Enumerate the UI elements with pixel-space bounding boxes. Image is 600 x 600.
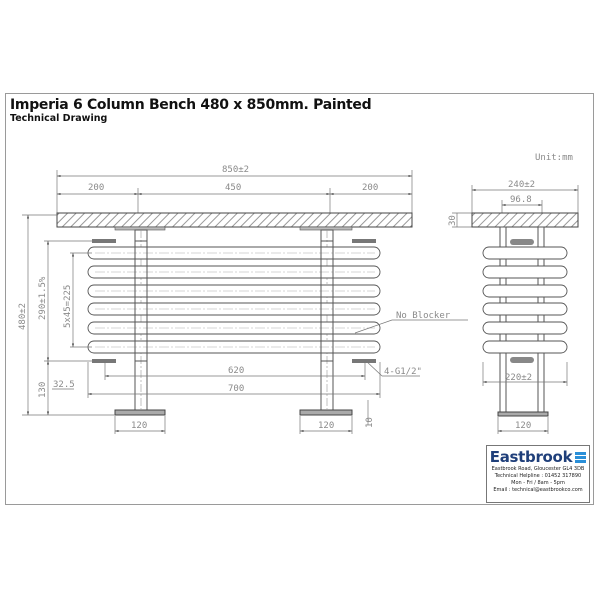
hours: Mon - Fri / 8am - 5pm [511, 480, 565, 486]
dim-inner-length: 620 [228, 366, 244, 376]
dim-radiator-depth: 220±2 [505, 373, 532, 383]
dim-overall-height: 480±2 [18, 303, 28, 330]
page-title: Imperia 6 Column Bench 480 x 850mm. Pain… [10, 97, 372, 113]
dim-right-offset: 200 [362, 183, 378, 193]
tube-section [482, 284, 568, 298]
radiator-tube [87, 284, 381, 298]
company-logo-block: Eastbrook Eastbrook Road, Gloucester GL4… [486, 445, 590, 503]
radiator-tube [87, 321, 381, 335]
callout-no-blocker: No Blocker [396, 311, 451, 321]
page-subtitle: Technical Drawing [10, 113, 108, 124]
email: Email : technical@eastbrookco.com [493, 487, 583, 493]
dim-top-depth: 240±2 [508, 180, 535, 190]
side-view: 240±2 96.8 30 220±2 120 [448, 180, 579, 434]
dim-radiator-height: 290±1.5% [38, 276, 48, 320]
dim-tube-spacing: 5x45=225 [63, 285, 73, 328]
tube-section [482, 265, 568, 279]
brand-mark-icon [575, 452, 587, 463]
bench-top [56, 212, 413, 228]
drawing-frame [5, 93, 594, 505]
tube-section [482, 340, 568, 354]
dim-left-offset: 200 [88, 183, 104, 193]
address: Eastbrook Road, Gloucester GL4 3DB [491, 466, 585, 472]
tube-section [482, 321, 568, 335]
radiator-tube [87, 302, 381, 316]
radiator-tubes [87, 239, 381, 363]
dim-bottom-clearance: 130 [38, 382, 48, 398]
foot-right [299, 409, 353, 416]
brand-name: Eastbrook [487, 448, 589, 466]
unit-label: Unit:mm [535, 153, 573, 163]
dim-foot-width-left: 120 [131, 421, 147, 431]
tube-section [482, 302, 568, 316]
dim-leg-spacing: 450 [225, 183, 241, 193]
foot-left [114, 409, 166, 416]
dim-leg-spacing-side: 96.8 [510, 195, 532, 205]
dim-outer-length: 700 [228, 384, 244, 394]
dim-foot-width-side: 120 [515, 421, 531, 431]
dim-overall-width: 850±2 [222, 165, 249, 175]
dim-foot-width-right: 120 [318, 421, 334, 431]
dim-foot-thickness: 10 [365, 417, 375, 428]
tube-section [482, 246, 568, 260]
dim-end-offset: 32.5 [53, 380, 75, 390]
dim-top-thickness: 30 [448, 215, 458, 226]
radiator-tube [87, 265, 381, 279]
callout-connection: 4-G1/2" [384, 367, 422, 377]
front-view: 850±2 200 450 200 480±2 290±1.5% 130 5x4… [18, 165, 468, 434]
helpline: Technical Helpline : 01452 317890 [494, 473, 582, 479]
